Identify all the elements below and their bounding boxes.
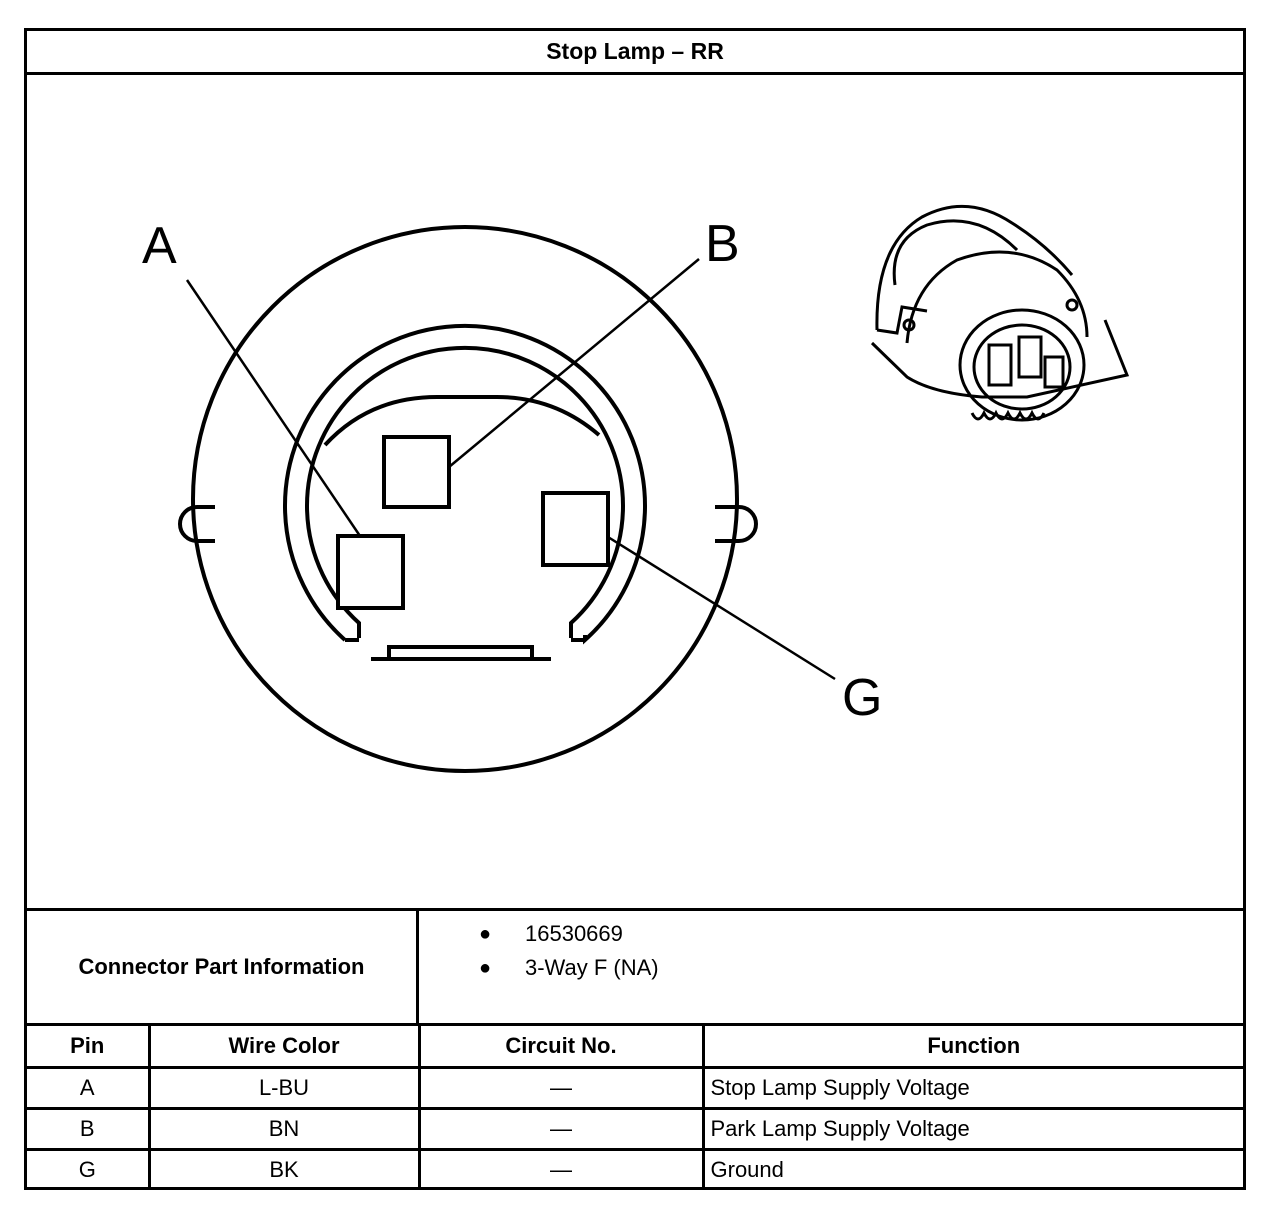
illustration-flange: [870, 319, 1130, 399]
bullet-icon: ●: [479, 957, 492, 979]
left-latch-tab: [178, 505, 215, 543]
illustration-ribs: [970, 409, 1046, 421]
connector-part-info: Connector Part Information ● 16530669 ● …: [27, 908, 1243, 1026]
cavity-inner-wall: [305, 345, 625, 638]
pin-label-a: A: [142, 217, 177, 275]
cell-wire-color: L-BU: [147, 1065, 421, 1110]
cavity-outer-wall: [283, 323, 647, 645]
pin-label-b: B: [705, 215, 740, 273]
terminal-b: [382, 435, 451, 509]
leader-lines: [185, 258, 836, 681]
connector-description: 3-Way F (NA): [525, 955, 659, 980]
illustration-shell-top: [875, 204, 1074, 331]
cell-circuit: —: [417, 1065, 705, 1110]
right-latch-tab: [715, 505, 758, 543]
terminal-a: [336, 534, 405, 610]
header-circuit-no: Circuit No.: [417, 1026, 705, 1069]
connector-sheet: Stop Lamp – RR: [24, 28, 1246, 1190]
connector-3d-illustration: [870, 204, 1130, 422]
pin-table: Pin Wire Color Circuit No. Function A L-…: [27, 1026, 1243, 1190]
cell-circuit: —: [417, 1106, 705, 1151]
connector-part-number: 16530669: [525, 921, 623, 946]
cell-circuit: —: [417, 1147, 705, 1190]
pin-table-header: Pin Wire Color Circuit No. Function: [27, 1026, 1243, 1069]
table-row: B BN — Park Lamp Supply Voltage: [27, 1106, 1243, 1151]
illustration-terminal-2: [1017, 335, 1043, 379]
illustration-face-outer: [958, 308, 1086, 422]
leader-b: [448, 258, 700, 468]
cell-function: Ground: [701, 1147, 1243, 1190]
cell-pin: A: [27, 1065, 151, 1110]
illustration-hole-left: [902, 318, 916, 332]
pin-labels: A B G: [142, 215, 882, 727]
illustration-terminal-1: [987, 343, 1013, 387]
cell-function: Stop Lamp Supply Voltage: [701, 1065, 1243, 1110]
cell-function: Park Lamp Supply Voltage: [701, 1106, 1243, 1151]
top-lip: [323, 395, 601, 447]
leader-g: [607, 535, 836, 681]
cell-pin: G: [27, 1147, 151, 1190]
illustration-collar: [905, 250, 1089, 344]
header-wire-color: Wire Color: [147, 1026, 421, 1069]
cell-wire-color: BN: [147, 1106, 421, 1151]
illustration-latch: [876, 305, 928, 335]
bullet-icon: ●: [479, 923, 492, 945]
cell-pin: B: [27, 1106, 151, 1151]
key-slot: [345, 638, 585, 659]
connector-info-label: Connector Part Information: [27, 911, 419, 1023]
connector-info-list: ● 16530669 ● 3-Way F (NA): [419, 911, 1243, 1029]
housing-outer-ring: [191, 225, 739, 773]
illustration-face-inner: [972, 323, 1072, 411]
connector-info-item: ● 16530669: [419, 917, 1243, 951]
table-row: G BK — Ground: [27, 1147, 1243, 1190]
illustration-terminal-3: [1043, 355, 1065, 389]
terminal-g: [541, 491, 610, 567]
leader-a: [185, 279, 362, 537]
page-title: Stop Lamp – RR: [27, 31, 1243, 75]
illustration-shell-inner: [892, 219, 1019, 286]
connector-body: [178, 225, 758, 773]
connector-diagram: A B G: [27, 75, 1243, 908]
header-pin: Pin: [27, 1026, 151, 1069]
table-row: A L-BU — Stop Lamp Supply Voltage: [27, 1065, 1243, 1110]
connector-info-item: ● 3-Way F (NA): [419, 951, 1243, 985]
terminal-cavities: [336, 435, 610, 610]
illustration-hole-right: [1065, 298, 1079, 312]
connector-face-view: A B G: [142, 204, 1130, 773]
header-function: Function: [701, 1026, 1243, 1069]
cell-wire-color: BK: [147, 1147, 421, 1190]
pin-label-g: G: [842, 669, 882, 727]
